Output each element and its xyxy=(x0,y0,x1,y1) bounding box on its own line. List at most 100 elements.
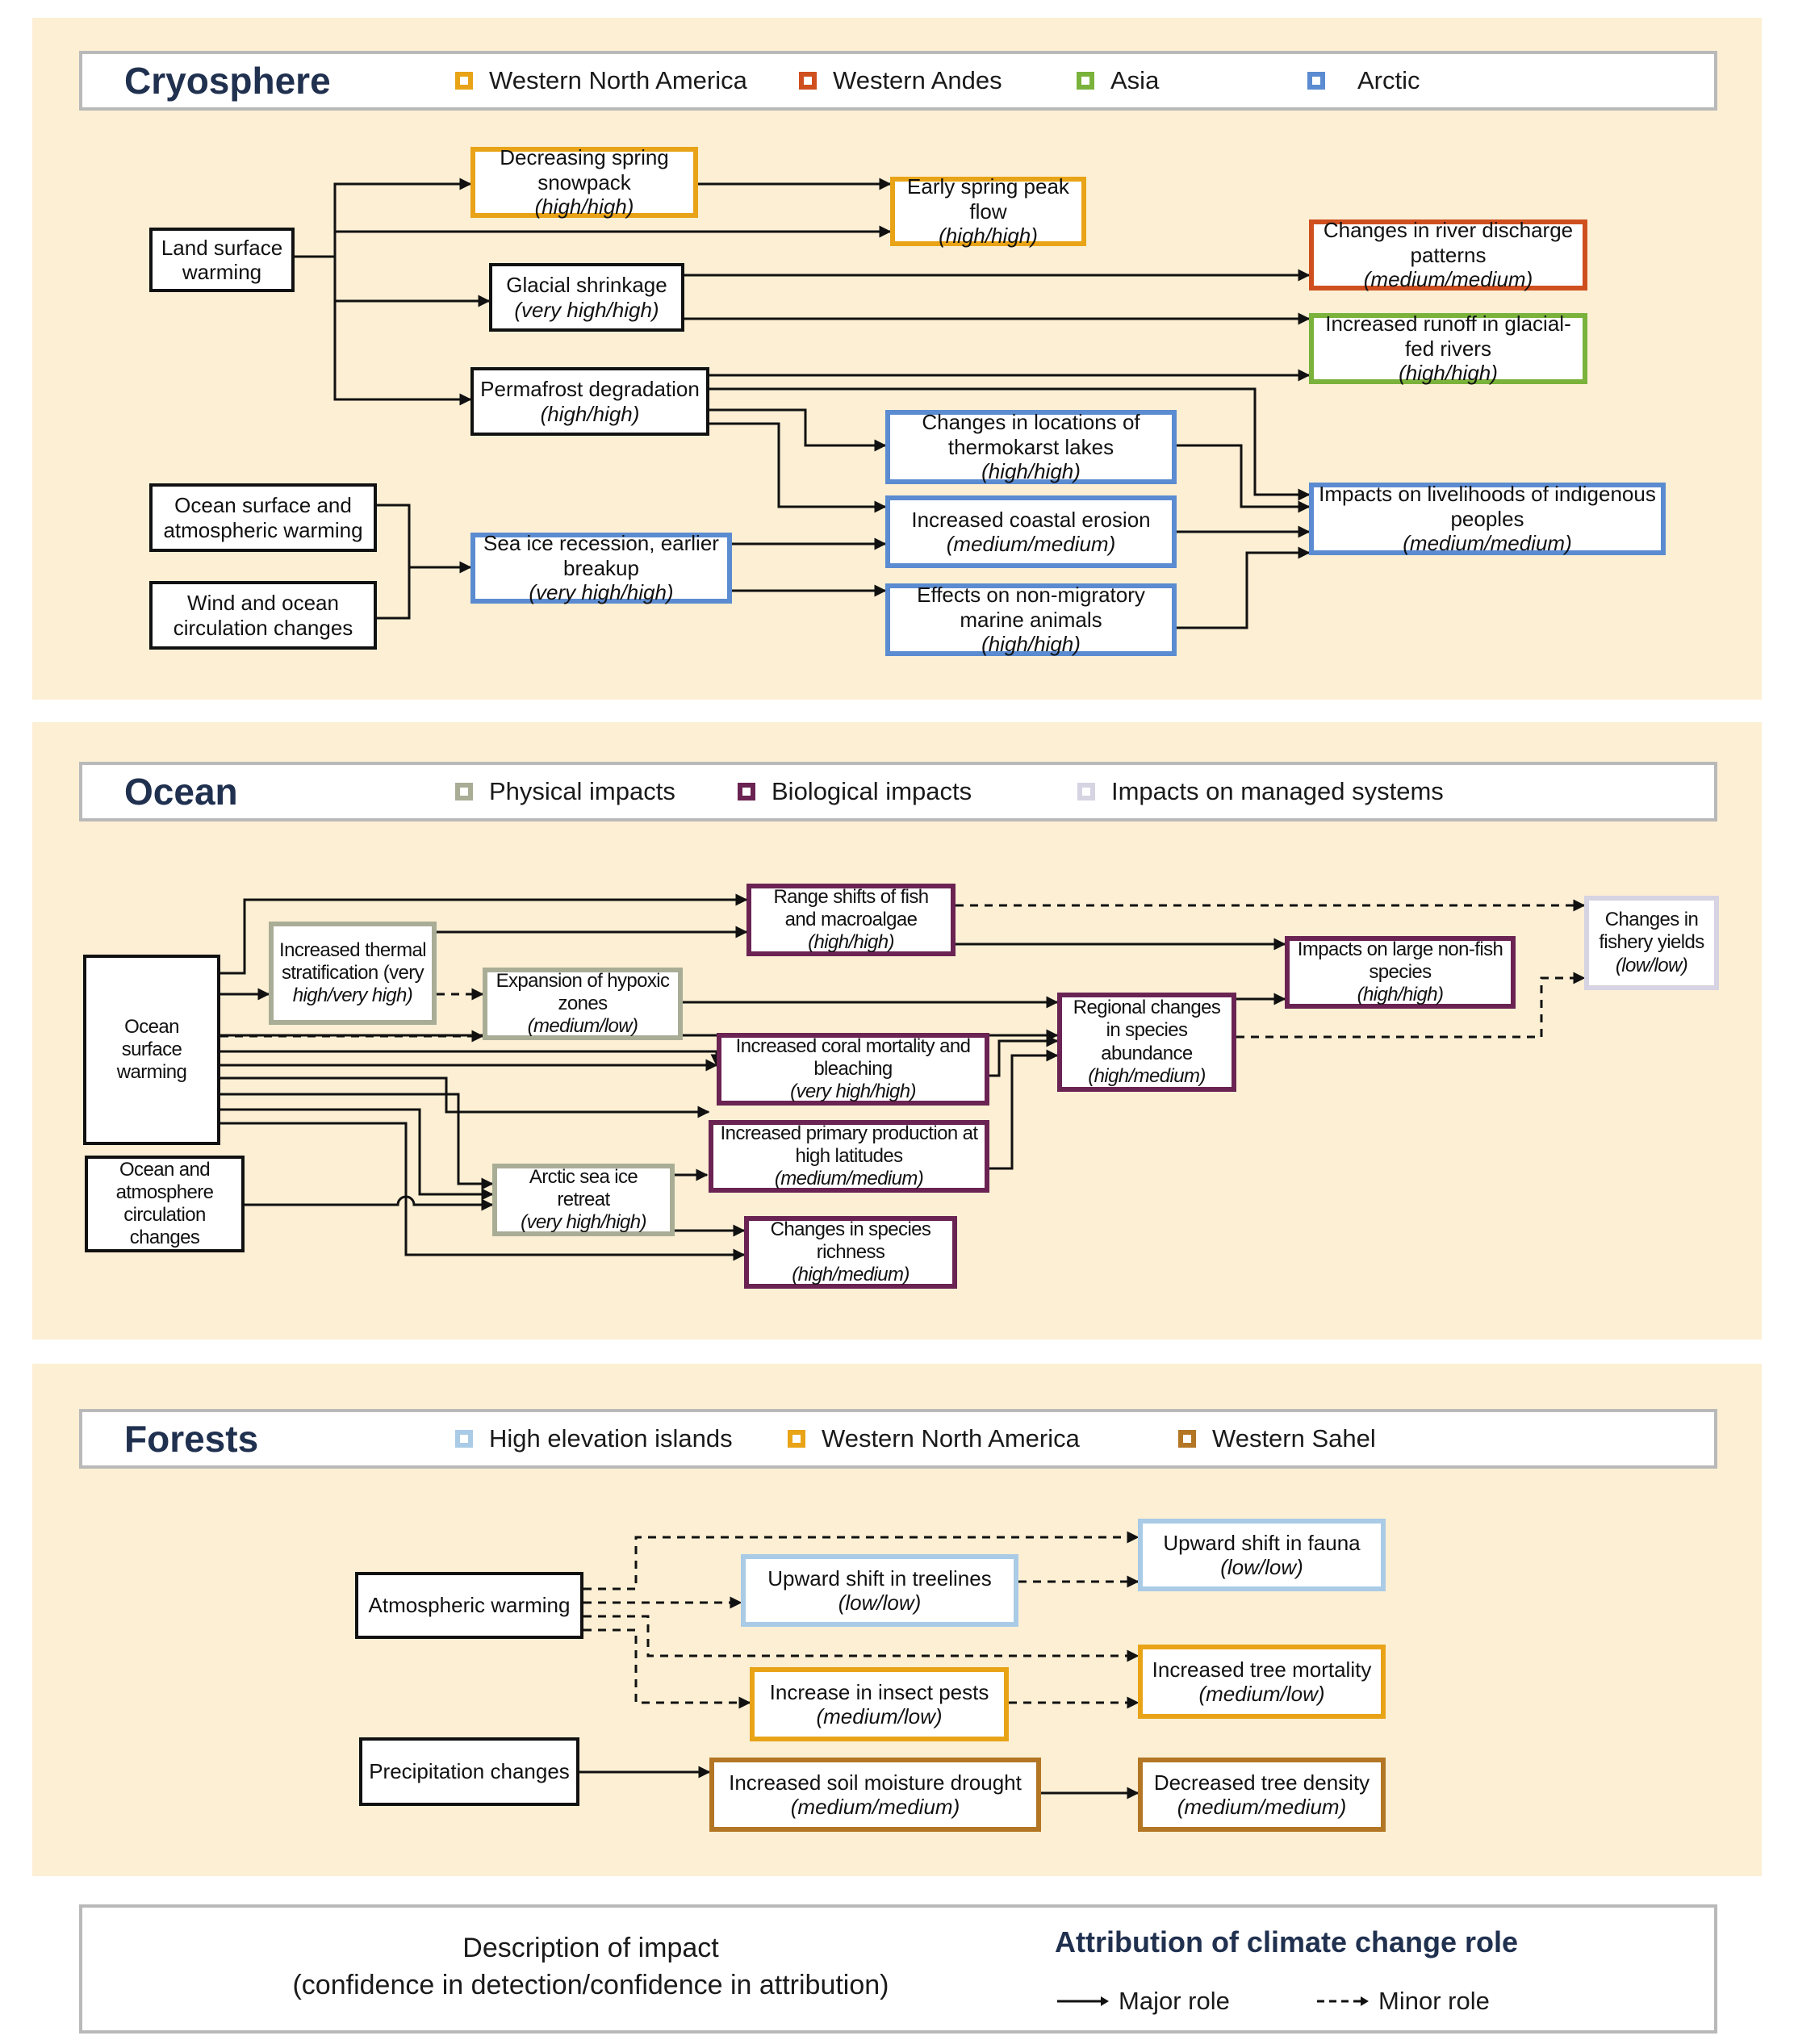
box-text: Increased primary production at high lat… xyxy=(720,1122,979,1167)
key-description-line1: Description of impact xyxy=(462,1933,719,1963)
box-confidence: (medium/medium) xyxy=(1403,531,1572,556)
box-text: Effects on non-migratory marine animals xyxy=(917,583,1145,632)
box-thermokarst-lakes: Changes in locations of thermokarst lake… xyxy=(885,410,1177,484)
box-confidence: (very high/high) xyxy=(529,580,674,605)
box-arctic-sea-ice-retreat: Arctic sea ice retreat(very high/high) xyxy=(492,1164,675,1236)
box-coastal-erosion: Increased coastal erosion(medium/medium) xyxy=(885,495,1177,568)
box-text: Atmospheric warming xyxy=(368,1593,571,1618)
box-primary-production: Increased primary production at high lat… xyxy=(709,1120,989,1193)
box-text: Glacial shrinkage xyxy=(506,273,667,298)
legend-western-north-america: Western North America xyxy=(455,66,747,95)
legend-high-elevation-islands: High elevation islands xyxy=(455,1424,733,1453)
box-confidence: (high/high) xyxy=(981,632,1081,657)
box-atmospheric-warming: Atmospheric warming xyxy=(355,1572,583,1639)
forests-header: Forests High elevation islands Western N… xyxy=(79,1409,1717,1469)
box-upward-shift-treelines: Upward shift in treelines(low/low) xyxy=(741,1554,1018,1627)
box-confidence: (very high/high) xyxy=(790,1081,916,1103)
legend-swatch xyxy=(455,783,473,800)
legend-swatch xyxy=(788,1430,805,1448)
legend-swatch xyxy=(1307,72,1325,90)
box-coral-mortality: Increased coral mortality and bleaching(… xyxy=(717,1033,989,1106)
legend-label: Arctic xyxy=(1357,66,1420,94)
box-insect-pests: Increase in insect pests(medium/low) xyxy=(750,1667,1009,1741)
legend-western-north-america-forest: Western North America xyxy=(788,1424,1080,1453)
box-confidence: (high/high) xyxy=(534,194,634,219)
box-decreased-tree-density: Decreased tree density(medium/medium) xyxy=(1138,1758,1386,1832)
box-confidence: (high/high) xyxy=(939,224,1038,249)
box-text: Decreasing spring snowpack xyxy=(500,145,669,194)
box-confidence: (high/medium) xyxy=(1088,1064,1206,1087)
box-precipitation-changes: Precipitation changes xyxy=(359,1737,579,1806)
legend-swatch xyxy=(1077,783,1095,800)
box-confidence: (very high/high) xyxy=(514,297,659,322)
legend-managed-systems: Impacts on managed systems xyxy=(1077,777,1444,806)
key-minor-label: Minor role xyxy=(1378,1987,1490,2015)
forest-major-connectors xyxy=(579,1766,1140,1799)
box-confidence: (high/high) xyxy=(1399,361,1498,386)
legend-biological-impacts: Biological impacts xyxy=(738,777,972,806)
box-text: Changes in species richness xyxy=(770,1218,931,1263)
forests-title: Forests xyxy=(124,1418,259,1460)
box-text: Wind and ocean circulation changes xyxy=(173,591,353,640)
box-text: Increased runoff in glacial-fed rivers xyxy=(1325,311,1571,361)
box-text: Land surface warming xyxy=(161,235,283,284)
ocean-minor-connectors xyxy=(220,899,1586,1043)
box-confidence: (high/high) xyxy=(981,459,1081,484)
box-text: Ocean surface warming xyxy=(116,1015,187,1084)
box-confidence: (high/high) xyxy=(808,931,894,954)
legend-label: Impacts on managed systems xyxy=(1111,777,1444,805)
box-soil-moisture-drought: Increased soil moisture drought(medium/m… xyxy=(709,1758,1041,1832)
legend-label: Asia xyxy=(1110,66,1160,94)
ocean-header: Ocean Physical impacts Biological impact… xyxy=(79,762,1717,821)
box-wind-ocean-circulation: Wind and ocean circulation changes xyxy=(149,581,377,650)
box-ocean-surface-atmospheric-warming: Ocean surface and atmospheric warming xyxy=(149,483,377,552)
legend-label: High elevation islands xyxy=(489,1424,733,1453)
legend-label: Western North America xyxy=(489,66,747,94)
box-hypoxic-zones: Expansion of hypoxic zones(medium/low) xyxy=(483,968,683,1040)
legend-swatch xyxy=(799,72,817,90)
legend-label: Biological impacts xyxy=(772,777,972,805)
legend-arctic: Arctic xyxy=(1307,66,1420,95)
box-ocean-surface-warming: Ocean surface warming xyxy=(83,955,220,1145)
box-range-shifts-fish: Range shifts of fish and macroalgae(high… xyxy=(746,884,956,956)
cryosphere-connectors xyxy=(295,178,1311,629)
cryosphere-title: Cryosphere xyxy=(124,60,331,102)
box-text: Precipitation changes xyxy=(369,1759,570,1784)
box-text: Increased tree mortality xyxy=(1152,1657,1372,1682)
box-permafrost-degradation: Permafrost degradation(high/high) xyxy=(470,367,709,436)
box-text: Increased coral mortality and bleaching xyxy=(735,1035,971,1080)
box-text: Changes in fishery yields xyxy=(1599,909,1704,954)
legend-asia: Asia xyxy=(1077,66,1159,95)
box-text: Early spring peak flow xyxy=(907,174,1069,224)
key-major-role: Major role xyxy=(1057,1987,1230,2016)
box-text: Decreased tree density xyxy=(1153,1770,1370,1795)
forest-minor-connectors xyxy=(583,1531,1140,1709)
box-glacial-shrinkage: Glacial shrinkage(very high/high) xyxy=(489,263,684,332)
box-increased-runoff: Increased runoff in glacial-fed rivers(h… xyxy=(1309,311,1587,386)
box-large-non-fish-species: Impacts on large non-fish species(high/h… xyxy=(1285,936,1516,1009)
legend-physical-impacts: Physical impacts xyxy=(455,777,675,806)
box-confidence: (low/low) xyxy=(1615,954,1688,976)
legend-label: Physical impacts xyxy=(489,777,675,805)
cryosphere-header: Cryosphere Western North America Western… xyxy=(79,51,1717,111)
box-text: Changes in locations of thermokarst lake… xyxy=(922,410,1140,459)
box-text: Regional changes in species abundance xyxy=(1073,997,1221,1064)
box-text: Increased soil moisture drought xyxy=(729,1770,1022,1795)
box-confidence: (very high/high) xyxy=(521,1211,646,1234)
box-livelihoods-indigenous: Impacts on livelihoods of indigenous peo… xyxy=(1309,482,1666,556)
box-text: Upward shift in fauna xyxy=(1163,1530,1361,1555)
box-upward-shift-fauna: Upward shift in fauna(low/low) xyxy=(1138,1519,1386,1591)
box-text: Range shifts of fish and macroalgae xyxy=(773,885,929,930)
major-role-arrow-icon xyxy=(1057,1996,1109,2006)
box-text: Impacts on livelihoods of indigenous peo… xyxy=(1319,482,1656,531)
box-ocean-atmosphere-circulation: Ocean and atmosphere circulation changes xyxy=(85,1156,245,1252)
box-confidence: high/very high) xyxy=(292,984,413,1007)
key-description: Description of impact (confidence in det… xyxy=(187,1930,994,2004)
box-non-migratory-marine-animals: Effects on non-migratory marine animals(… xyxy=(885,583,1177,656)
box-regional-species-abundance: Regional changes in species abundance(hi… xyxy=(1057,993,1236,1092)
key-major-label: Major role xyxy=(1119,1987,1230,2015)
box-confidence: (high/medium) xyxy=(792,1264,910,1286)
legend-swatch xyxy=(455,72,473,90)
box-fishery-yields: Changes in fishery yields(low/low) xyxy=(1584,896,1719,990)
